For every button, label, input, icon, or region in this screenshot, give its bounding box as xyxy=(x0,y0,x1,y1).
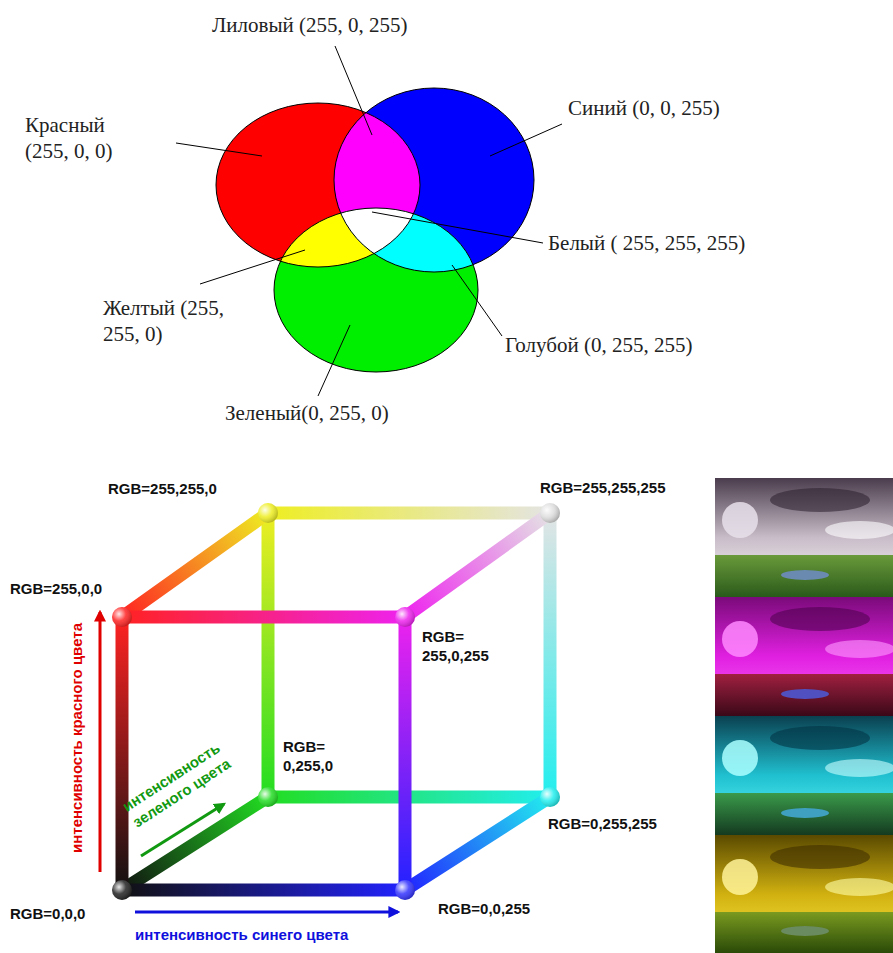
circle-outline xyxy=(274,208,478,372)
vertex-shine xyxy=(258,787,278,807)
color-label: Желтый (255, 255, 0) xyxy=(103,295,233,348)
photo-cloud xyxy=(825,878,893,896)
photo-cloud xyxy=(825,640,893,658)
vertex-label: RGB=0,255,255 xyxy=(548,815,657,834)
photo-lake xyxy=(781,808,829,818)
photo-cloud xyxy=(770,845,870,869)
cyan-region xyxy=(274,208,478,372)
leader-line xyxy=(318,325,350,396)
cube-edge xyxy=(399,617,412,890)
photo-ground xyxy=(715,793,893,835)
cube-edge xyxy=(405,797,550,890)
yellow-region xyxy=(274,208,478,372)
axis-arrow xyxy=(99,612,102,872)
photo-ground xyxy=(715,674,893,716)
photo-ground xyxy=(715,555,893,597)
axis-label: интенсивность синего цвета xyxy=(135,926,348,945)
white-region xyxy=(274,208,478,372)
photo-planet xyxy=(722,859,758,895)
photo-cloud xyxy=(825,759,893,777)
photo-planet xyxy=(722,621,758,657)
cube-edge xyxy=(122,884,405,897)
vertex-label: RGB= 255,0,255 xyxy=(422,628,502,666)
cube-vertex xyxy=(540,503,560,523)
cube-vertex xyxy=(112,880,132,900)
axis-arrow xyxy=(135,911,398,914)
cube-edge xyxy=(262,513,275,797)
photo-strip xyxy=(715,478,893,953)
cube-edge xyxy=(405,513,550,617)
vertex-shine xyxy=(540,787,560,807)
color-label: Синий (0, 0, 255) xyxy=(568,95,720,121)
cube-edge xyxy=(116,617,129,890)
photo-lake xyxy=(781,570,829,580)
cube-vertex xyxy=(258,503,278,523)
vertex-shine xyxy=(112,607,132,627)
photo-lake xyxy=(781,689,829,699)
vertex-label: RGB=255,255,255 xyxy=(540,479,666,498)
green-circle xyxy=(274,208,478,372)
vertex-label: RGB= 0,255,0 xyxy=(283,738,363,776)
vertex-label: RGB=0,0,0 xyxy=(10,905,85,924)
leader-line xyxy=(176,143,262,156)
photo-cloud xyxy=(825,521,893,539)
vertex-label: RGB=0,0,255 xyxy=(438,900,530,919)
cube-vertex xyxy=(258,787,278,807)
leader-line xyxy=(335,46,372,135)
leader-line xyxy=(490,124,562,156)
vertex-label: RGB=255,255,0 xyxy=(108,480,217,499)
cube-edge xyxy=(268,507,550,520)
color-label: Красный (255, 0, 0) xyxy=(25,112,135,165)
photo-planet xyxy=(722,740,758,776)
cube-vertex xyxy=(112,607,132,627)
photo-ground xyxy=(715,912,893,953)
color-label: Лиловый (255, 0, 255) xyxy=(212,12,407,38)
photo-cloud xyxy=(770,607,870,631)
circle-outline xyxy=(216,103,420,267)
cube-edge xyxy=(122,513,268,617)
vertex-shine xyxy=(395,880,415,900)
photo-lake xyxy=(781,926,829,936)
vertex-shine xyxy=(540,503,560,523)
photo-cloud xyxy=(770,726,870,750)
leader-line xyxy=(200,250,305,284)
color-label: Белый ( 255, 255, 255) xyxy=(548,230,745,256)
axis-label: интенсивность красного цвета xyxy=(68,623,87,853)
leader-line xyxy=(372,212,543,243)
axis-label: интенсивность зеленого цвета xyxy=(119,724,257,832)
vertex-shine xyxy=(258,503,278,523)
cube-vertex xyxy=(395,607,415,627)
cube-vertex xyxy=(395,880,415,900)
leader-line xyxy=(452,265,502,336)
photo-planet xyxy=(722,502,758,538)
vertex-shine xyxy=(395,607,415,627)
cube-edge xyxy=(544,513,557,797)
vertex-shine xyxy=(112,880,132,900)
photo-cloud xyxy=(770,488,870,512)
vertex-label: RGB=255,0,0 xyxy=(10,580,102,599)
color-label: Зеленый(0, 255, 0) xyxy=(225,400,389,426)
cube-edge xyxy=(122,611,405,624)
color-label: Голубой (0, 255, 255) xyxy=(505,332,692,358)
cube-vertex xyxy=(540,787,560,807)
